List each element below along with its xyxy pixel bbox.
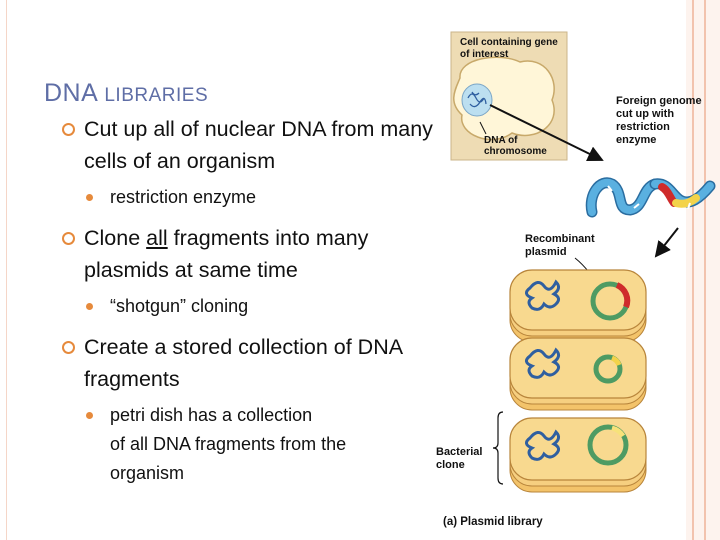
title-main: DNA [44,79,97,107]
title-rest: libraries [104,85,209,106]
bullet-2-before: Clone [84,226,147,250]
foreign-genome-line-1: Foreign genome [616,95,702,107]
bullet-3: Create a stored collection of DNA fragme… [62,331,442,395]
recombinant-label-line-2: plasmid [525,246,567,258]
chromosome-squiggle [467,91,487,108]
arrow-to-plasmid [654,227,679,258]
sub-bullet-3-line-3: organism [110,463,185,483]
bullet-1-text: Cut up all of nuclear DNA from many cell… [84,117,433,173]
cell-label-line-1: Cell containing gene [460,37,558,48]
plasmid-ring [593,354,623,384]
bacterial-chromosome [525,279,561,311]
sub-bullet-1: restriction enzyme [82,183,442,212]
bacterium-3 [509,417,647,493]
sub-bullet-2-text: “shotgun” cloning [110,296,249,316]
figure-caption: (a) Plasmid library [443,516,543,528]
plasmid-insert-yellow [611,425,626,438]
cell-label-line-2: of interest [460,49,509,60]
frame-line [692,0,694,540]
slide-title: DNA libraries [44,79,208,108]
bullet-2-underlined: all [146,226,168,250]
recombinant-label-line-1: Recombinant [525,233,595,245]
yellow-fragment [672,194,700,208]
foreign-genome-line-3: restriction [616,121,670,133]
arrow-to-genome [489,104,604,162]
frame-right-panel [686,0,720,540]
bullet-3-text: Create a stored collection of DNA fragme… [84,335,402,391]
sub-bullet-dot [86,412,93,419]
cell-panel: Cell containing gene of interest DNA of … [450,31,568,161]
dna-label-line-1: DNA of [484,135,518,146]
sub-bullet-1-text: restriction enzyme [110,187,257,207]
bullet-1: Cut up all of nuclear DNA from many cell… [62,113,442,177]
frame-left-line [6,0,7,540]
bullet-marker [62,123,75,136]
plasmid-ring [587,424,629,466]
plasmid-insert-red [615,282,631,309]
plasmid-insert-yellow [610,355,622,367]
bacterial-clone-line-2: clone [436,459,465,471]
bacterium-2 [509,337,647,411]
foreign-genome-labels: Foreign genome cut up with restriction e… [616,95,702,146]
sub-bullet-2: “shotgun” cloning [82,292,442,321]
sub-bullet-dot [86,194,93,201]
sub-bullet-3: petri dish has a collection of all DNA fr… [82,401,442,488]
bacterial-chromosome [525,347,561,379]
bacterial-chromosome [525,429,561,461]
bacterial-clone-line-1: Bacterial [436,446,482,458]
bullet-marker [62,232,75,245]
dna-fragments [585,177,716,218]
cell-shape [453,56,555,141]
bacterium-1 [509,269,647,343]
bullet-marker [62,341,75,354]
dna-label-line-2: chromosome [484,146,547,157]
foreign-genome-line-4: enzyme [616,134,656,146]
sub-bullet-3-line-1: petri dish has a collection [110,405,313,425]
bullet-list: Cut up all of nuclear DNA from many cell… [62,113,442,498]
bullet-2-after: fragments into many plasmids at same tim… [84,226,369,282]
sub-bullet-3-line-2: of all DNA fragments from the [110,434,347,454]
clone-brace [492,411,504,485]
dna-label-line [479,121,487,135]
bullet-2: Clone all fragments into many plasmids a… [62,222,442,286]
frame-line [704,0,706,540]
foreign-genome-line-2: cut up with [616,108,674,120]
sub-bullet-dot [86,303,93,310]
